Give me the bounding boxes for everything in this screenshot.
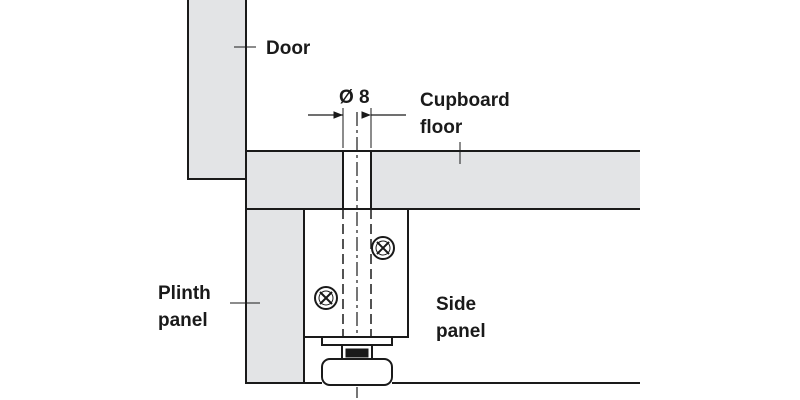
screw-icon [314,286,338,310]
foot-base [321,358,393,386]
plinth-panel-label-line2: panel [158,310,208,331]
plinth-panel-label-line1: Plinth [158,283,211,304]
cupboard-floor-panel [245,150,640,210]
cupboard-floor-label-line1: Cupboard [420,90,510,111]
side-panel-label-line2: panel [436,321,486,342]
screw-icon [371,236,395,260]
foot-nut [345,348,369,358]
door-label: Door [266,38,311,59]
side-panel-label-line1: Side [436,294,476,315]
fitting-body [303,208,409,338]
diameter-label: Ø 8 [339,87,370,108]
cupboard-floor-label-line2: floor [420,117,463,138]
foot-plate [321,336,393,346]
door-panel [187,0,247,180]
plinth-panel [245,208,305,384]
